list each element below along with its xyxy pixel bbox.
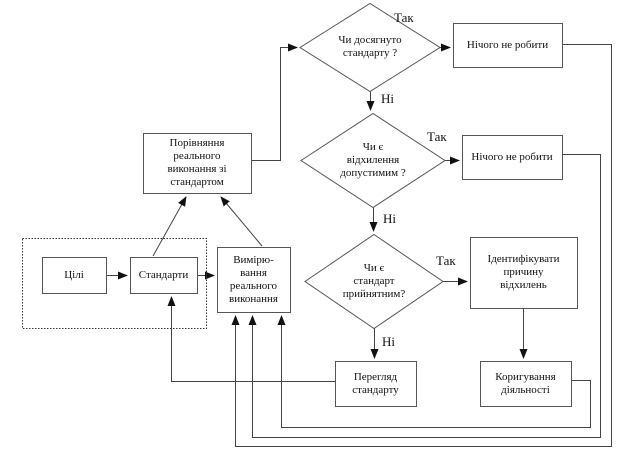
box-vymiruvannia — [217, 247, 291, 313]
box-cili — [42, 257, 107, 294]
box-nichoho-mid — [462, 135, 563, 180]
box-identyfikuvaty — [470, 237, 578, 309]
box-nichoho-top — [453, 23, 563, 68]
edge-perehliad-standarty — [167, 296, 335, 382]
decision-2-diamond — [300, 112, 446, 209]
planning-group-outline — [22, 238, 207, 329]
edge-koryhuvannia-feedback — [277, 315, 591, 428]
box-koryhuvannia — [480, 361, 572, 407]
box-standarty — [130, 257, 198, 294]
edge-vymiruvannia-porivniannia — [220, 196, 263, 247]
decision-1-diamond — [299, 2, 441, 93]
decision-3-diamond — [304, 233, 444, 330]
edge-nichoho-top-feedback — [231, 44, 612, 447]
box-porivniannia — [143, 133, 252, 194]
edge-standarty-porivniannia — [152, 196, 187, 257]
edge-porivniannia-decision1 — [252, 43, 298, 161]
box-perehliad — [335, 361, 417, 407]
edge-nichoho-mid-feedback — [248, 154, 601, 438]
